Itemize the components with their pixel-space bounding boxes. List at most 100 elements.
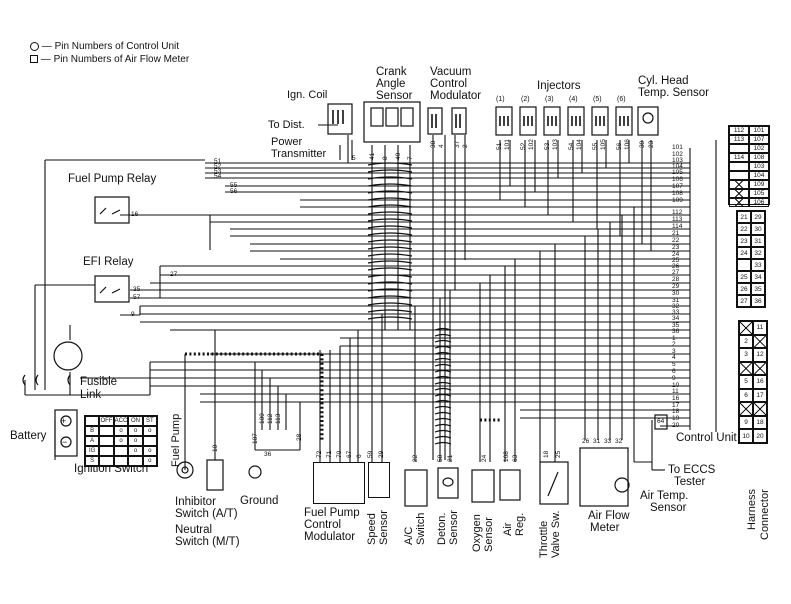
pin-throttle-18: 18 — [543, 450, 550, 458]
air-flow-label-2: Meter — [590, 522, 620, 534]
pin-vac-4: 4 — [438, 144, 445, 148]
cu-pin-23: 23 — [672, 244, 680, 251]
cu-pin-26: 26 — [672, 263, 680, 270]
throttle-label-1: Throttle — [538, 520, 550, 558]
pin-injector-52: 52 — [520, 142, 527, 150]
cu-pin-102: 102 — [672, 151, 683, 158]
air-temp-label-2: Sensor — [650, 502, 687, 514]
cu-pin-4: 4 — [672, 354, 676, 361]
cu-pin-21: 21 — [672, 230, 680, 237]
eccs-label-2: Tester — [674, 476, 706, 488]
pin-injector-53: 53 — [544, 142, 551, 150]
deton-label-2: Sensor — [448, 510, 460, 545]
eccs-label-1: To ECCS — [668, 464, 716, 476]
bus-pin-56: 56 — [230, 188, 238, 195]
vacuum-label-1: Vacuum — [430, 66, 472, 78]
cu-pin-18: 18 — [672, 408, 680, 415]
pin-speed-29: 29 — [378, 450, 385, 458]
fuel-pump-modulator-box — [313, 462, 365, 504]
pin-afm-32: 32 — [615, 438, 623, 445]
pin-ac-22: 22 — [412, 454, 419, 462]
cu-pin-103: 103 — [672, 157, 683, 164]
crank-angle-label-3: Sensor — [376, 90, 413, 102]
pin-speed-59: 59 — [367, 450, 374, 458]
injector-number-6: (6) — [617, 96, 626, 103]
legend-control-unit-text: Pin Numbers of Control Unit — [54, 41, 180, 52]
cu-pin-2: 2 — [672, 341, 676, 348]
cu-pin-24: 24 — [672, 251, 680, 258]
cu-pin-35: 35 — [672, 322, 680, 329]
to-dist-label: To Dist. — [268, 119, 305, 131]
vacuum-label-2: Control — [430, 78, 468, 90]
pin-injector-102: 102 — [528, 139, 535, 150]
pin-afm-33: 33 — [604, 438, 612, 445]
pin-inhibitor-10: 10 — [212, 444, 219, 452]
pin-injector-55: 55 — [592, 142, 599, 150]
injector-number-1: (1) — [496, 96, 505, 103]
pin-injector-106: 106 — [624, 139, 631, 150]
cu-pin-16: 16 — [672, 395, 680, 402]
pin-oxygen-24: 24 — [481, 454, 488, 462]
cu-pin-33: 33 — [672, 309, 680, 316]
battery-plus: + — [61, 416, 67, 426]
fusible-link-label-2: Link — [80, 389, 102, 401]
oxygen-label-2: Sensor — [483, 517, 495, 552]
pin-27: 27 — [170, 271, 178, 278]
ign-coil-label: Ign. Coil — [287, 89, 328, 101]
pin-fpm-6: 6 — [356, 454, 363, 458]
inhibitor-label-2: Switch (A/T) — [175, 508, 238, 520]
injector-number-5: (5) — [593, 96, 602, 103]
cu-pin-28: 28 — [672, 276, 680, 283]
cu-pin-106: 106 — [672, 176, 683, 183]
pin-35: 35 — [133, 286, 141, 293]
ac-switch-label-2: Switch — [415, 512, 427, 545]
injectors-label: Injectors — [537, 80, 581, 92]
pin-vac-2: 2 — [462, 144, 469, 148]
cu-pin-108: 108 — [672, 190, 683, 197]
pin-crank-40: 40 — [395, 152, 402, 160]
pin-gnd-28: 28 — [296, 433, 303, 441]
cyl-head-label-1: Cyl. Head — [638, 75, 689, 87]
cu-pin-25: 25 — [672, 257, 680, 264]
cu-pin-32: 32 — [672, 303, 680, 310]
vacuum-label-3: Modulator — [430, 90, 482, 102]
pin-gnd-109: 109 — [259, 413, 266, 424]
fpcm-label-3: Modulator — [304, 531, 356, 543]
air-reg-label-2: Reg. — [514, 512, 526, 536]
pin-9: 9 — [131, 311, 135, 318]
cu-pin-10: 10 — [672, 382, 680, 389]
air-flow-label-1: Air Flow — [588, 510, 630, 522]
harness-label-2: Connector — [759, 489, 771, 540]
pin-gnd-36: 36 — [264, 451, 272, 458]
pin-airreg-108: 108 — [503, 451, 510, 462]
cu-pin-34: 34 — [672, 315, 680, 322]
pin-gnd-107: 107 — [252, 433, 259, 444]
pin-tester-64: 64 — [657, 418, 665, 425]
pin-injector-104: 104 — [576, 139, 583, 150]
pin-injector-101: 101 — [504, 139, 511, 150]
pin-deton-58: 58 — [437, 454, 444, 462]
cu-pin-11: 11 — [672, 388, 679, 395]
pin-afm-26: 26 — [582, 438, 590, 445]
crank-angle-label-2: Angle — [376, 78, 406, 90]
pin-deton-21: 21 — [447, 454, 454, 462]
pin-afm-31: 31 — [593, 438, 601, 445]
cu-pin-19: 19 — [672, 415, 680, 422]
cu-pin-114: 114 — [672, 223, 683, 230]
cu-pin-101: 101 — [672, 144, 683, 151]
deton-label-1: Deton. — [436, 512, 448, 545]
cu-pin-109: 109 — [672, 197, 683, 204]
power-transmitter-label-1: Power — [271, 136, 303, 148]
cu-pin-107: 107 — [672, 183, 683, 190]
control-unit-label: Control Unit — [676, 432, 737, 444]
cu-pin-5: 5 — [672, 361, 676, 368]
cu-pin-3: 3 — [672, 348, 676, 355]
fusible-link-label-1: Fusible — [80, 376, 118, 388]
pin-throttle-25: 25 — [555, 450, 562, 458]
pin-injector-56: 56 — [616, 142, 623, 150]
cu-pin-105: 105 — [672, 169, 683, 176]
pin-16: 16 — [131, 211, 139, 218]
pin-fpm-71: 71 — [326, 450, 333, 458]
